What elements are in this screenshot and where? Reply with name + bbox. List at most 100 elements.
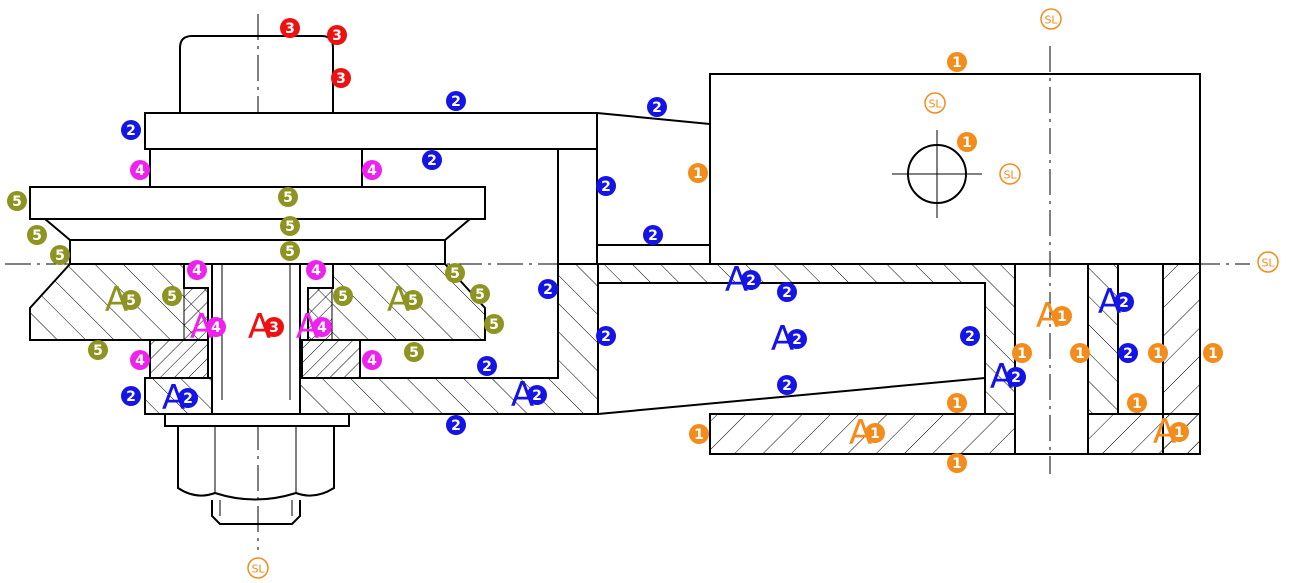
badge-5: 5 bbox=[445, 263, 465, 283]
badge-2: 2 bbox=[787, 329, 807, 349]
svg-text:4: 4 bbox=[367, 163, 377, 179]
badge-2: 2 bbox=[596, 326, 616, 346]
badge-1: 1 bbox=[1169, 422, 1189, 442]
svg-text:1: 1 bbox=[693, 166, 703, 182]
badge-4: 4 bbox=[130, 160, 150, 180]
svg-text:5: 5 bbox=[475, 287, 485, 303]
badge-2: 2 bbox=[1114, 292, 1134, 312]
svg-text:1: 1 bbox=[1208, 346, 1218, 362]
badge-1: 1 bbox=[1070, 343, 1090, 363]
badge-2: 2 bbox=[1118, 343, 1138, 363]
svg-text:4: 4 bbox=[317, 320, 327, 336]
badge-5: 5 bbox=[162, 286, 182, 306]
svg-text:2: 2 bbox=[427, 153, 437, 169]
badge-5: 5 bbox=[278, 187, 298, 207]
badge-2: 2 bbox=[446, 415, 466, 435]
bushing-left-inner bbox=[183, 287, 209, 341]
badge-1: 1 bbox=[947, 393, 967, 413]
svg-text:5: 5 bbox=[489, 317, 499, 333]
svg-text:4: 4 bbox=[367, 353, 377, 369]
svg-text:5: 5 bbox=[450, 266, 460, 282]
badge-2: 2 bbox=[647, 97, 667, 117]
badge-2: 2 bbox=[538, 279, 558, 299]
svg-text:4: 4 bbox=[211, 320, 221, 336]
svg-text:2: 2 bbox=[648, 228, 658, 244]
badge-1: 1 bbox=[1012, 343, 1032, 363]
bolt-head bbox=[179, 35, 334, 113]
badge-2: 2 bbox=[741, 270, 761, 290]
svg-text:1: 1 bbox=[870, 426, 880, 442]
svg-text:2: 2 bbox=[746, 273, 756, 289]
svg-text:1: 1 bbox=[1057, 309, 1067, 325]
badge-5: 5 bbox=[333, 286, 353, 306]
badge-3: 3 bbox=[280, 18, 300, 38]
badge-1: 1 bbox=[1052, 306, 1072, 326]
svg-text:5: 5 bbox=[32, 228, 42, 244]
badge-4: 4 bbox=[312, 317, 332, 337]
sl-marker: SL bbox=[1040, 8, 1062, 30]
svg-text:1: 1 bbox=[1075, 346, 1085, 362]
badge-5: 5 bbox=[88, 340, 108, 360]
svg-text:2: 2 bbox=[532, 388, 542, 404]
washer bbox=[164, 413, 350, 427]
bolt-shank bbox=[211, 263, 301, 415]
sl-marker: SL bbox=[1257, 251, 1279, 273]
badge-5: 5 bbox=[280, 216, 300, 236]
badge-4: 4 bbox=[206, 317, 226, 337]
svg-text:5: 5 bbox=[285, 219, 295, 235]
badge-5: 5 bbox=[470, 284, 490, 304]
badge-4: 4 bbox=[362, 350, 382, 370]
svg-text:1: 1 bbox=[1132, 396, 1142, 412]
badge-2: 2 bbox=[777, 375, 797, 395]
svg-text:5: 5 bbox=[167, 289, 177, 305]
badge-1: 1 bbox=[947, 453, 967, 473]
svg-text:4: 4 bbox=[192, 263, 202, 279]
svg-text:SL: SL bbox=[251, 563, 265, 576]
svg-text:2: 2 bbox=[1123, 346, 1133, 362]
channel-cavity bbox=[597, 282, 986, 415]
badge-3: 3 bbox=[327, 25, 347, 45]
svg-text:1: 1 bbox=[962, 135, 972, 151]
badge-2: 2 bbox=[178, 388, 198, 408]
svg-text:2: 2 bbox=[451, 418, 461, 434]
svg-text:3: 3 bbox=[285, 21, 295, 37]
pulley-flange bbox=[29, 186, 486, 220]
svg-text:1: 1 bbox=[1017, 346, 1027, 362]
svg-text:5: 5 bbox=[409, 345, 419, 361]
svg-text:5: 5 bbox=[408, 293, 418, 309]
svg-text:5: 5 bbox=[93, 343, 103, 359]
svg-text:5: 5 bbox=[55, 248, 65, 264]
badge-2: 2 bbox=[422, 150, 442, 170]
badge-5: 5 bbox=[7, 191, 27, 211]
svg-text:2: 2 bbox=[601, 329, 611, 345]
svg-text:5: 5 bbox=[283, 190, 293, 206]
sl-marker: SL bbox=[999, 163, 1021, 185]
badge-5: 5 bbox=[403, 290, 423, 310]
bushing-left bbox=[149, 339, 209, 379]
bolt-end bbox=[211, 500, 301, 525]
svg-text:SL: SL bbox=[1261, 257, 1275, 270]
badge-4: 4 bbox=[306, 260, 326, 280]
badge-2: 2 bbox=[527, 385, 547, 405]
svg-text:5: 5 bbox=[126, 293, 136, 309]
svg-text:4: 4 bbox=[135, 163, 145, 179]
sl-marker: SL bbox=[247, 557, 269, 579]
badge-5: 5 bbox=[50, 245, 70, 265]
svg-text:2: 2 bbox=[652, 100, 662, 116]
badge-2: 2 bbox=[477, 356, 497, 376]
hex-nut bbox=[177, 426, 335, 501]
badge-2: 2 bbox=[596, 176, 616, 196]
svg-text:1: 1 bbox=[1174, 425, 1184, 441]
badge-3: 3 bbox=[264, 317, 284, 337]
svg-text:2: 2 bbox=[792, 332, 802, 348]
svg-text:4: 4 bbox=[311, 263, 321, 279]
badge-1: 1 bbox=[865, 423, 885, 443]
badge-4: 4 bbox=[187, 260, 207, 280]
badge-1: 1 bbox=[1203, 343, 1223, 363]
svg-text:1: 1 bbox=[1153, 346, 1163, 362]
badge-2: 2 bbox=[1006, 367, 1026, 387]
svg-text:5: 5 bbox=[285, 244, 295, 260]
svg-text:2: 2 bbox=[1011, 370, 1021, 386]
